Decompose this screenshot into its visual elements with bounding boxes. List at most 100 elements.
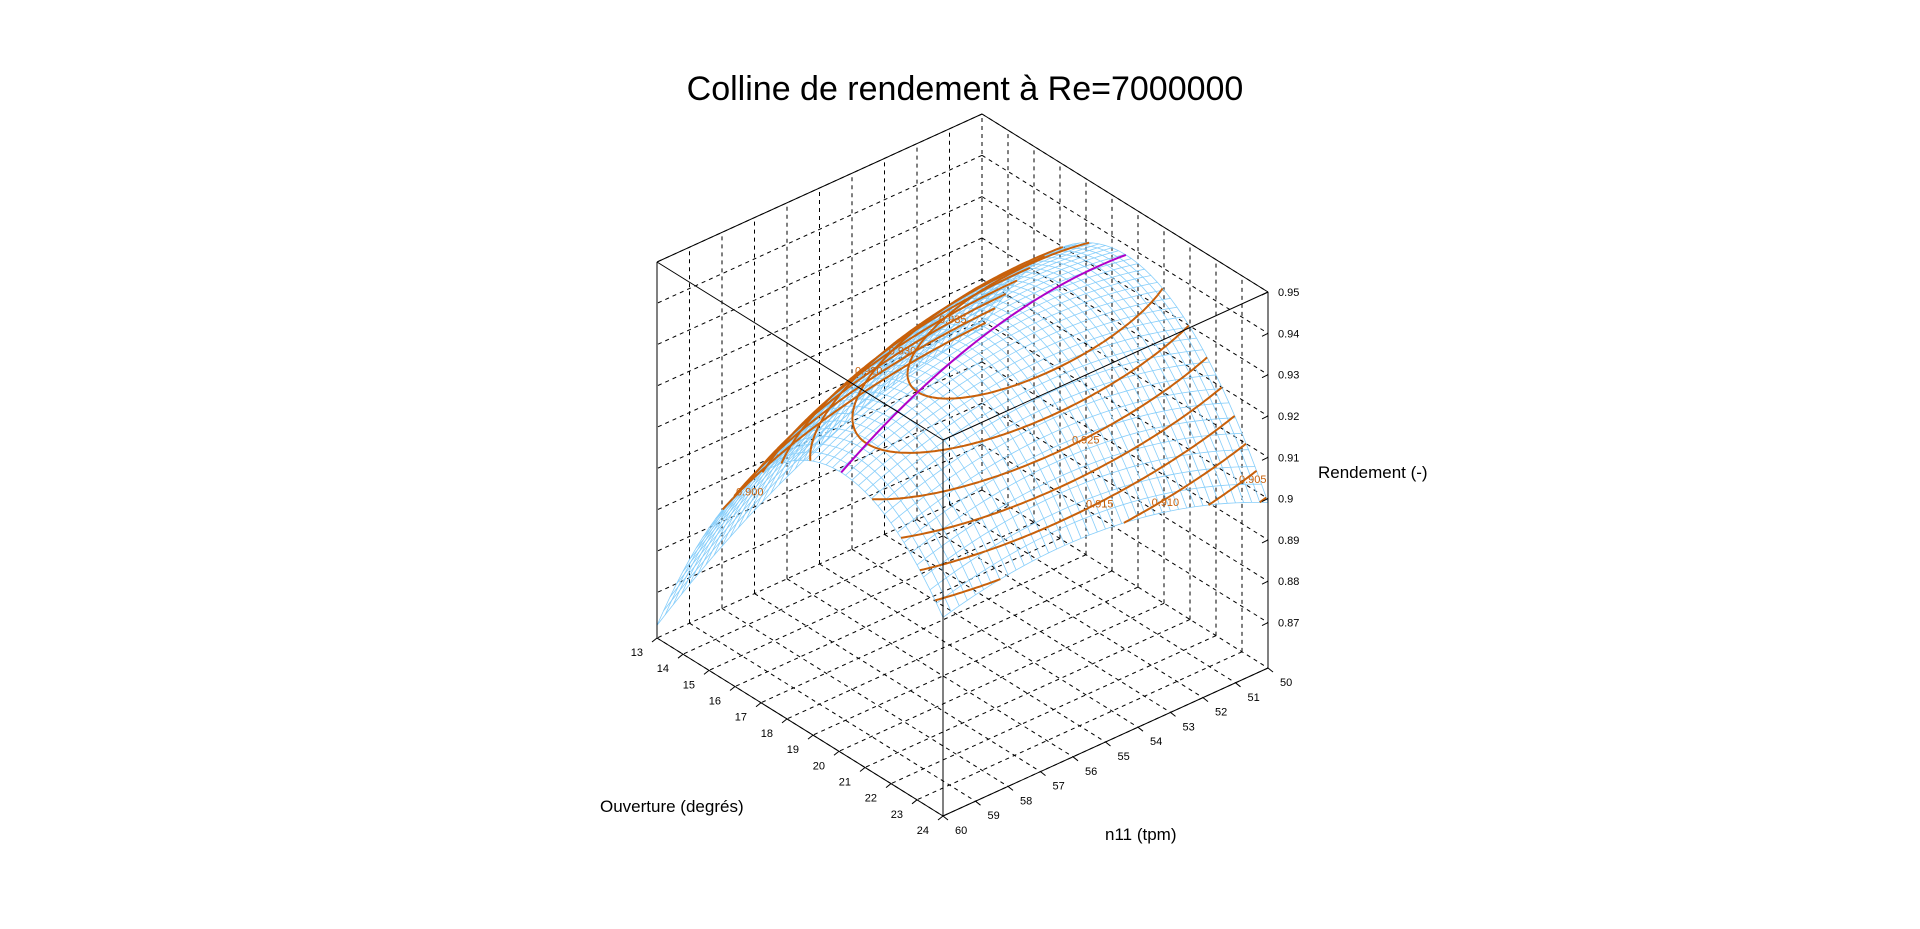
axis-ticks: 1314151617181920212223245051525354555657… — [631, 287, 1300, 837]
x-tick — [703, 669, 710, 675]
back-grid — [656, 113, 1269, 817]
x-tick-label: 13 — [631, 647, 643, 659]
contour-line — [733, 307, 1258, 506]
mesh-line — [656, 459, 944, 626]
y-tick-label: 50 — [1280, 677, 1292, 689]
x-tick — [651, 637, 658, 643]
x-tick-label: 17 — [735, 712, 747, 724]
x-tick — [755, 702, 762, 708]
grid-line — [656, 320, 983, 470]
z-tick-label: 0.9 — [1278, 494, 1293, 506]
mesh-line — [656, 328, 983, 626]
x-tick — [729, 686, 736, 691]
y-tick — [1170, 712, 1176, 717]
z-tick-label: 0.95 — [1278, 287, 1299, 299]
z-tick — [1261, 291, 1269, 296]
z-tick — [1261, 332, 1269, 337]
grid-line — [656, 237, 983, 387]
y-tick-label: 56 — [1085, 766, 1097, 778]
grid-line — [656, 444, 983, 594]
mesh-line — [812, 263, 1139, 462]
box-edge — [942, 291, 1269, 441]
mesh-line — [864, 326, 1191, 492]
mesh-line — [910, 417, 1236, 554]
x-tick — [807, 734, 814, 740]
mesh-line — [851, 306, 1178, 481]
x-tick-label: 15 — [683, 679, 695, 691]
x-tick — [911, 799, 918, 805]
y-tick — [1105, 741, 1111, 747]
y-tick-label: 57 — [1053, 781, 1065, 793]
box-edge — [656, 261, 944, 441]
z-tick-label: 0.91 — [1278, 452, 1299, 464]
z-tick — [1261, 374, 1269, 379]
grid-line — [819, 563, 1106, 743]
grid-line — [981, 320, 1269, 500]
mesh-line — [845, 297, 1171, 476]
mesh-line — [838, 289, 1165, 472]
y-tick-label: 55 — [1118, 751, 1130, 763]
mesh-line — [871, 337, 1197, 499]
grid-line — [981, 154, 1269, 334]
grid-line — [838, 602, 1165, 752]
axes-box — [656, 113, 1269, 817]
x-tick — [677, 653, 684, 659]
y-tick — [1072, 756, 1079, 762]
grid-line — [721, 607, 1009, 787]
z-tick — [1261, 539, 1269, 544]
x-tick-label: 14 — [657, 663, 669, 675]
x-tick-label: 20 — [813, 760, 825, 772]
grid-line — [754, 593, 1041, 773]
z-tick-label: 0.87 — [1278, 618, 1299, 630]
mesh-line — [890, 374, 1217, 524]
mesh-line — [669, 308, 996, 598]
grid-line — [884, 533, 1171, 713]
grid-line — [656, 402, 983, 552]
grid-line — [786, 578, 1074, 758]
optimum-line — [840, 253, 1127, 474]
mesh-line — [936, 483, 1262, 604]
z-tick-label: 0.94 — [1278, 328, 1299, 340]
contour-label: 0.915 — [1086, 499, 1114, 511]
y-tick-label: 54 — [1150, 736, 1162, 748]
y-tick-label: 58 — [1020, 795, 1032, 807]
mesh-line — [942, 501, 1269, 618]
z-tick-label: 0.88 — [1278, 576, 1299, 588]
y-tick — [1137, 726, 1144, 732]
x-tick-label: 24 — [917, 825, 929, 837]
y-tick — [1267, 667, 1274, 673]
contour-line — [906, 241, 1164, 400]
y-tick-label: 60 — [955, 825, 967, 837]
contour-label: 0.910 — [1152, 497, 1180, 509]
mesh-line — [793, 250, 1119, 461]
z-tick-label: 0.89 — [1278, 535, 1299, 547]
contour-label: 0.900 — [736, 486, 764, 498]
mesh-line — [858, 316, 1184, 486]
grid-line — [682, 505, 1009, 655]
x-tick — [859, 767, 866, 772]
contour-label: 0.930 — [889, 345, 917, 357]
mesh-line — [916, 433, 1243, 566]
y-tick — [942, 815, 949, 821]
y-tick-label: 53 — [1183, 721, 1195, 733]
grid-line — [981, 196, 1269, 376]
x-tick-label: 18 — [761, 728, 773, 740]
grid-line — [981, 361, 1269, 541]
y-axis-label: n11 (tpm) — [1105, 825, 1177, 844]
y-tick-label: 52 — [1215, 707, 1227, 719]
contour-label: 0.935 — [939, 314, 967, 326]
chart-title: Colline de rendement à Re=7000000 — [687, 70, 1244, 108]
contour-label: 0.905 — [1239, 474, 1267, 486]
x-axis-label: Ouverture (degrés) — [600, 797, 744, 816]
mesh-line — [802, 334, 1090, 536]
grid-line — [812, 586, 1139, 736]
z-tick-label: 0.93 — [1278, 370, 1299, 382]
mesh-line — [832, 282, 1158, 468]
grid-line — [656, 154, 983, 304]
x-tick — [833, 750, 840, 756]
x-tick — [885, 783, 892, 789]
x-tick-label: 21 — [839, 776, 851, 788]
mesh-line — [825, 275, 1152, 466]
grid-line — [689, 622, 976, 802]
